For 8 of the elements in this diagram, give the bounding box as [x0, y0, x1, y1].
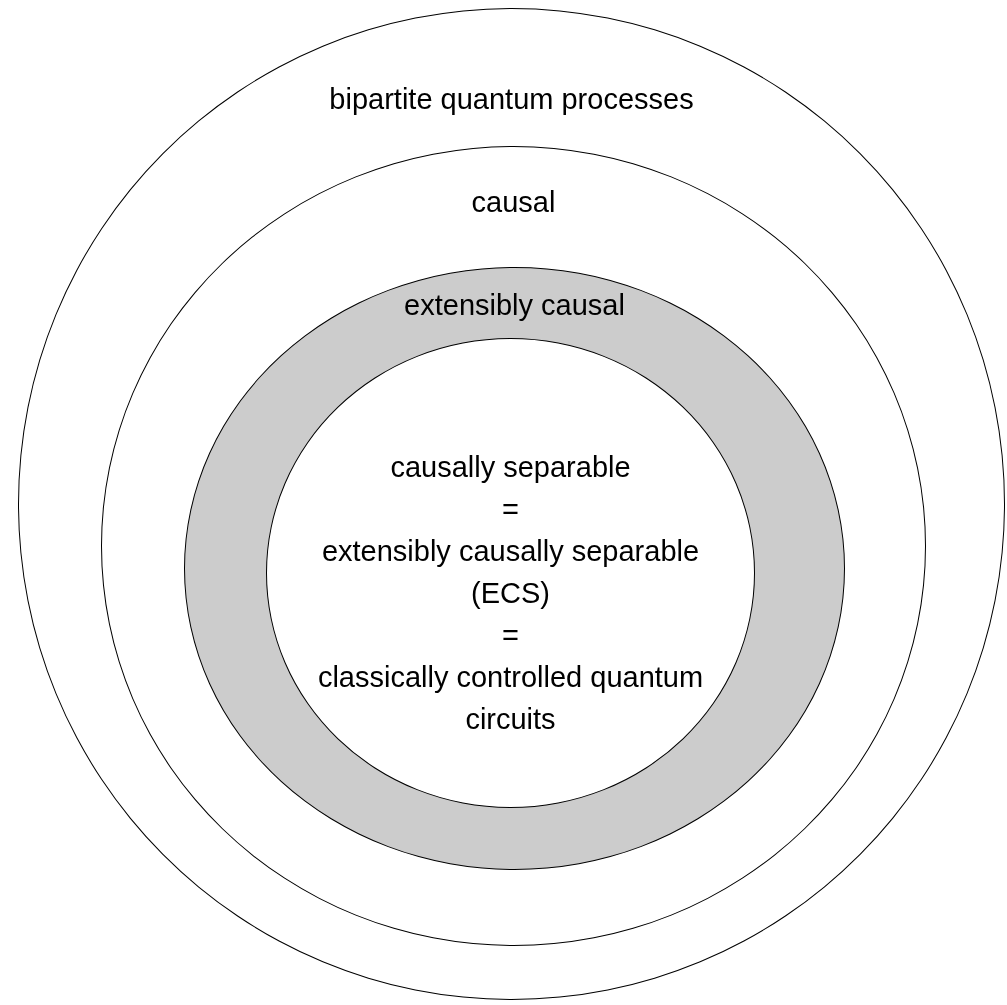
set-label: bipartite quantum processes — [329, 82, 694, 117]
set-description: extensibly causally separable (ECS) — [320, 534, 701, 611]
set-label: extensibly causal — [404, 288, 625, 323]
set-description: causally separable — [390, 450, 631, 485]
set-label: causal — [471, 185, 556, 220]
set-description: classically controlled quantum circuits — [316, 660, 705, 737]
set-description: = — [502, 492, 519, 527]
set-description: = — [502, 618, 519, 653]
